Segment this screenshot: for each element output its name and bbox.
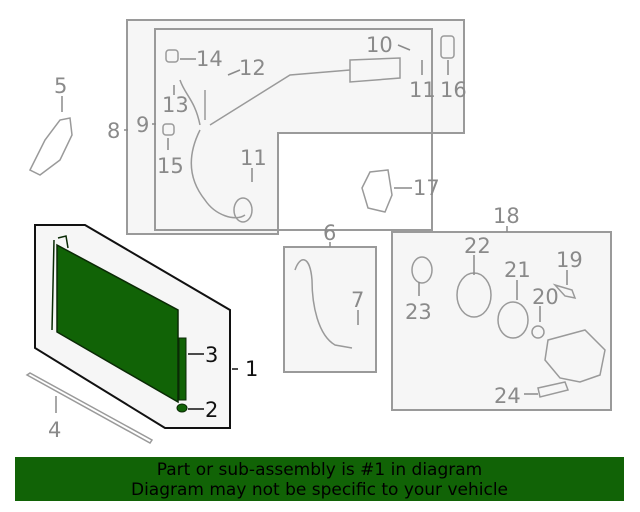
strip-4 — [25, 372, 154, 444]
valve-24 — [537, 381, 569, 398]
receiver-drier-3 — [178, 337, 187, 401]
condenser — [56, 243, 179, 404]
notice-line-2: Diagram may not be specific to your vehi… — [130, 480, 508, 500]
bearing-20 — [531, 325, 545, 339]
callout-7[interactable]: 7 — [351, 288, 364, 312]
callout-23[interactable]: 23 — [405, 300, 432, 324]
callout-10[interactable]: 10 — [366, 33, 393, 57]
callout-8[interactable]: 8 — [107, 119, 120, 143]
callout-15[interactable]: 15 — [157, 154, 184, 178]
callout-13[interactable]: 13 — [162, 93, 189, 117]
callout-17[interactable]: 17 — [413, 176, 440, 200]
callout-2[interactable]: 2 — [205, 398, 218, 422]
callout-arrows — [55, 44, 568, 413]
callout-18[interactable]: 18 — [493, 204, 520, 228]
callout-12[interactable]: 12 — [239, 56, 266, 80]
cap-14 — [165, 49, 179, 63]
callout-11-a[interactable]: 11 — [240, 146, 267, 170]
callout-9[interactable]: 9 — [136, 113, 149, 137]
compressor — [544, 329, 606, 383]
cap-15 — [162, 123, 175, 136]
group-6-box — [283, 246, 377, 373]
callout-20[interactable]: 20 — [532, 285, 559, 309]
callout-22[interactable]: 22 — [464, 234, 491, 258]
callout-6[interactable]: 6 — [323, 221, 336, 245]
ac-line-hose — [179, 57, 401, 219]
cap-2 — [176, 403, 188, 413]
notice-line-1: Part or sub-assembly is #1 in diagram — [156, 460, 483, 480]
callout-16[interactable]: 16 — [440, 78, 467, 102]
callout-11-b[interactable]: 11 — [409, 78, 436, 102]
callout-3[interactable]: 3 — [205, 343, 218, 367]
fitting-11 — [233, 197, 253, 223]
callout-19[interactable]: 19 — [556, 248, 583, 272]
callout-5[interactable]: 5 — [54, 74, 67, 98]
callout-24[interactable]: 24 — [494, 384, 521, 408]
group-9-box — [154, 28, 433, 231]
plate-23 — [411, 256, 433, 284]
group-8-box — [126, 19, 465, 235]
clip-19 — [552, 283, 577, 300]
bracket-17 — [361, 169, 393, 213]
callout-1[interactable]: 1 — [245, 357, 258, 381]
callout-4[interactable]: 4 — [48, 418, 61, 442]
valve-16 — [440, 35, 455, 59]
hose-6 — [294, 259, 353, 349]
callout-21[interactable]: 21 — [504, 258, 531, 282]
callout-14[interactable]: 14 — [196, 47, 223, 71]
coil-21 — [497, 301, 529, 339]
condenser-side-pipe — [51, 235, 69, 331]
diagram-notice-banner: Part or sub-assembly is #1 in diagram Di… — [15, 457, 624, 501]
bracket-5 — [28, 117, 73, 176]
